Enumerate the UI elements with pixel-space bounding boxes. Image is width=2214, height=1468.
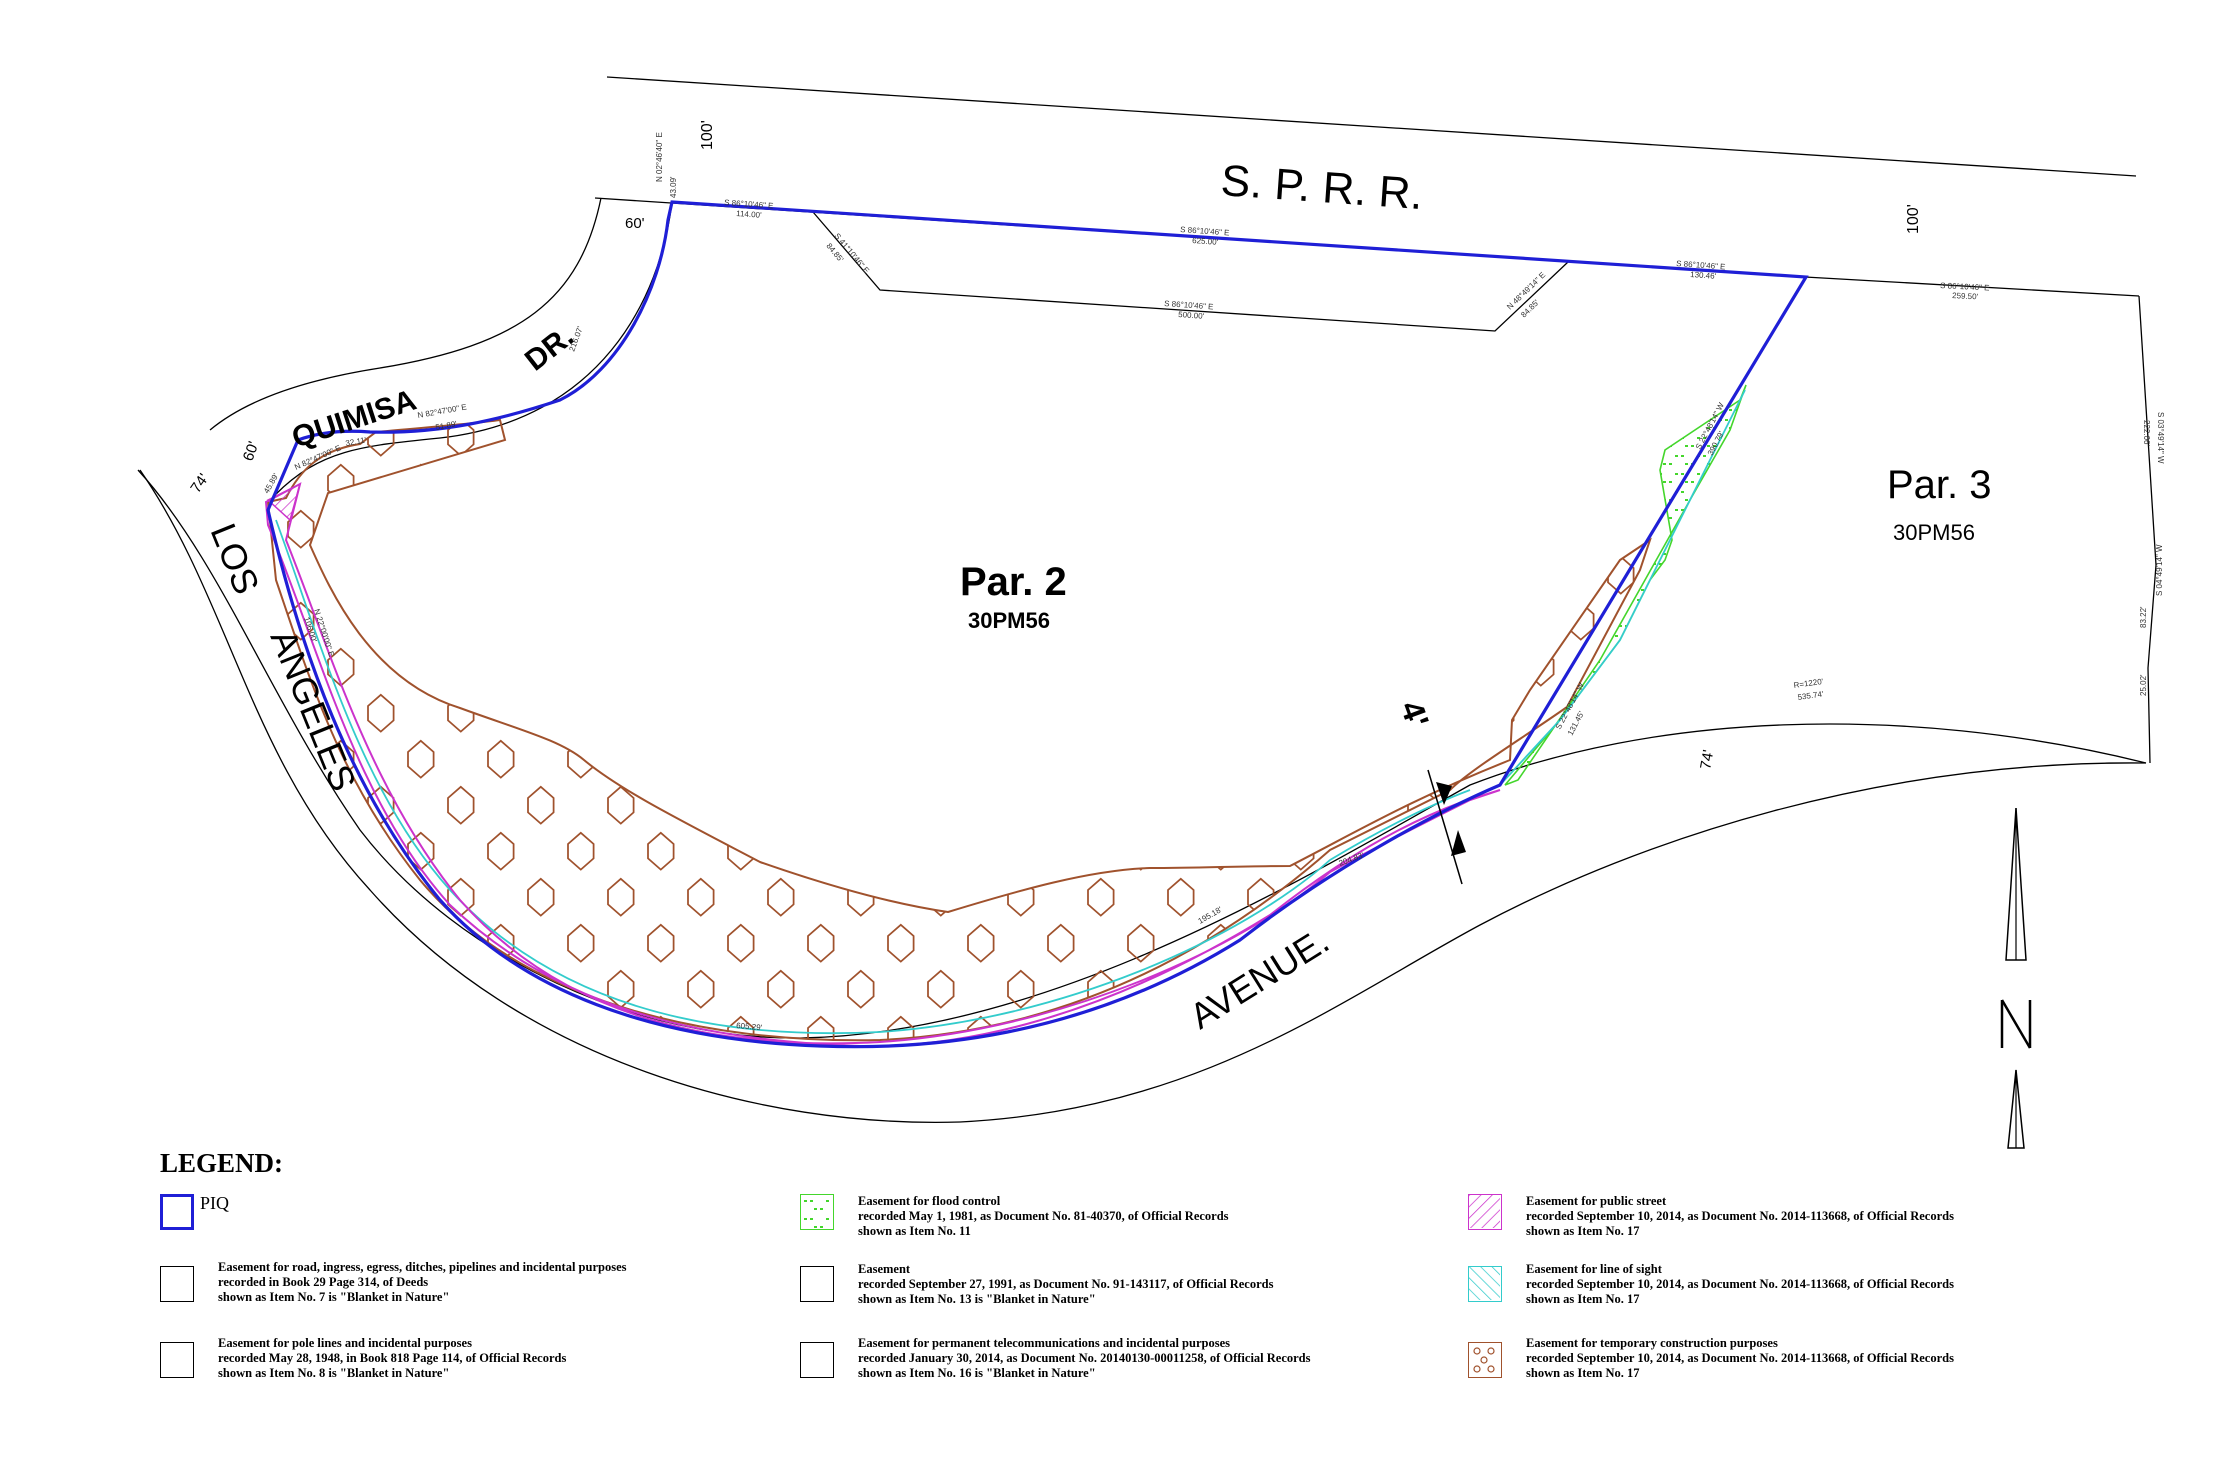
dim-quimisa-south: N 82°47'00" E [417,402,468,420]
row-60-top: 60' [625,215,645,232]
dim-arc-right: R=1220' [1793,677,1824,690]
dim-quimisa-south-len: 51.89' [435,419,458,432]
dim-inner-right-len: 84.85' [1519,298,1541,320]
row-100-left: 100' [699,120,716,150]
dim-quimisa-west: N 02°46'40" E [655,132,664,182]
dim-top-line-1: S 86°10'46" E [724,198,774,210]
dim-top-line-3-len: 130.46' [1690,270,1717,281]
temp-construction-easement [266,418,1652,1042]
street-los-label: LOS [203,518,268,600]
offset-arrow-down [1451,830,1466,856]
par3-boundary [2138,295,2157,764]
public-street-corner [266,482,302,522]
offset-4ft-label: 4' [1393,696,1436,732]
dim-arc-right-len: 535.74' [1797,689,1824,702]
dim-right-side: S 03°49'14" W [2156,412,2165,464]
dim-arc-bottom-len: 605.29' [736,1021,763,1032]
public-street-easement [264,482,1501,1048]
dim-top-line-1-len: 114.00' [736,209,762,220]
dim-right-side-2: S 04°49'14" W [2155,544,2164,596]
offset-marker-line [1427,769,1463,885]
piq-boundary [266,200,1809,1049]
dim-top-line-2: S 86°10'46" E [1180,225,1230,237]
dim-inner-line-len: 500.00' [1178,310,1205,321]
offset-arrow-up [1436,782,1452,805]
line-of-sight-line-east [1499,389,1746,786]
dim-right-top: S 86°10'46" E [1940,281,1990,293]
row-60-left: 60' [240,439,263,463]
dim-top-line-3: S 86°10'46" E [1676,259,1726,271]
dim-inner-line: S 86°10'46" E [1164,299,1214,311]
dim-top-line-2-len: 625.00' [1192,236,1219,247]
quimisa-north-edge [209,197,602,431]
row-100-right: 100' [1905,204,1922,234]
dim-right-bottom-len: 25.02' [2139,674,2148,696]
north-arrow-icon [2000,807,2032,1149]
line-of-sight-line [275,519,1471,1035]
dim-right-side-len: 222.06' [2142,420,2151,446]
dim-quimisa-west-len: 43.09' [669,176,678,198]
dim-right-side-2-len: 83.22' [2139,606,2148,628]
row-74-right: 74' [1697,748,1717,770]
par3-title: Par. 3 [1887,463,1992,507]
railroad-north-line [606,76,2137,177]
par3-sub: 30PM56 [1893,520,1975,545]
la-ave-south-line [139,469,2147,1124]
railroad-label: S. P. R. R. [1219,156,1424,219]
dim-easement-tiny-len: 32.11' [345,435,368,448]
par2-sub: 30PM56 [968,608,1050,633]
dim-right-top-len: 259.50' [1952,291,1979,301]
row-74-left: 74' [187,470,212,496]
par2-title: Par. 2 [960,560,1067,604]
inner-easement-line [812,211,1569,332]
